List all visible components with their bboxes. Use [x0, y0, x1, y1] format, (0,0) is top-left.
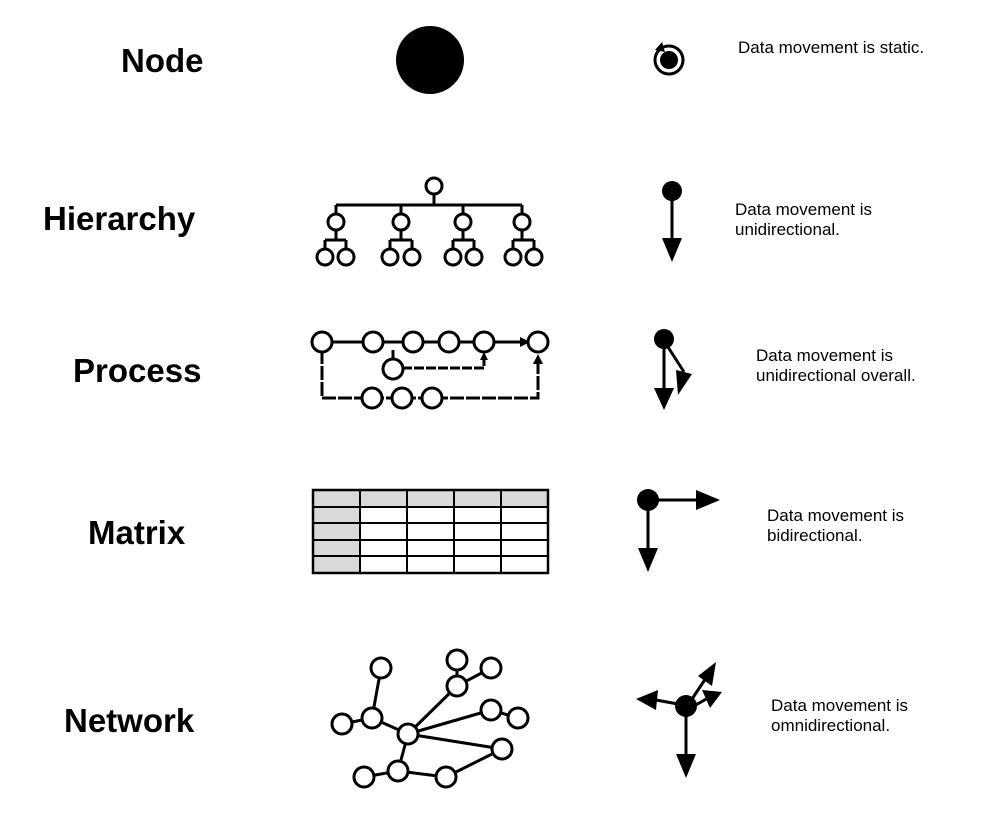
process-label: Process	[73, 352, 202, 389]
hierarchy-branch-1	[315, 205, 356, 267]
matrix-figure	[311, 488, 550, 575]
process-direction-icon	[654, 329, 692, 410]
node-static-icon	[653, 42, 685, 76]
matrix-direction-icon	[637, 489, 720, 572]
network-label: Network	[64, 702, 195, 739]
hierarchy-direction-icon	[662, 181, 682, 262]
hierarchy-label: Hierarchy	[43, 200, 196, 237]
hierarchy-figure	[315, 176, 544, 267]
process-description: Data movement is unidirectional overall.	[756, 346, 916, 385]
matrix-description: Data movement is bidirectional.	[767, 506, 904, 545]
matrix-label: Matrix	[88, 514, 186, 551]
hierarchy-branch-3	[443, 205, 484, 267]
node-figure	[396, 26, 464, 94]
node-circle	[396, 26, 464, 94]
node-description: Data movement is static.	[738, 38, 925, 57]
hierarchy-description: Data movement is unidirectional.	[735, 200, 872, 239]
process-figure	[310, 330, 550, 410]
network-figure	[330, 648, 530, 789]
network-direction-icon	[636, 662, 722, 778]
hierarchy-branch-4	[503, 205, 544, 267]
static-arrow-head	[655, 42, 665, 52]
network-description: Data movement is omnidirectional.	[771, 696, 908, 735]
hierarchy-branch-2	[380, 205, 422, 267]
node-label: Node	[121, 42, 204, 79]
